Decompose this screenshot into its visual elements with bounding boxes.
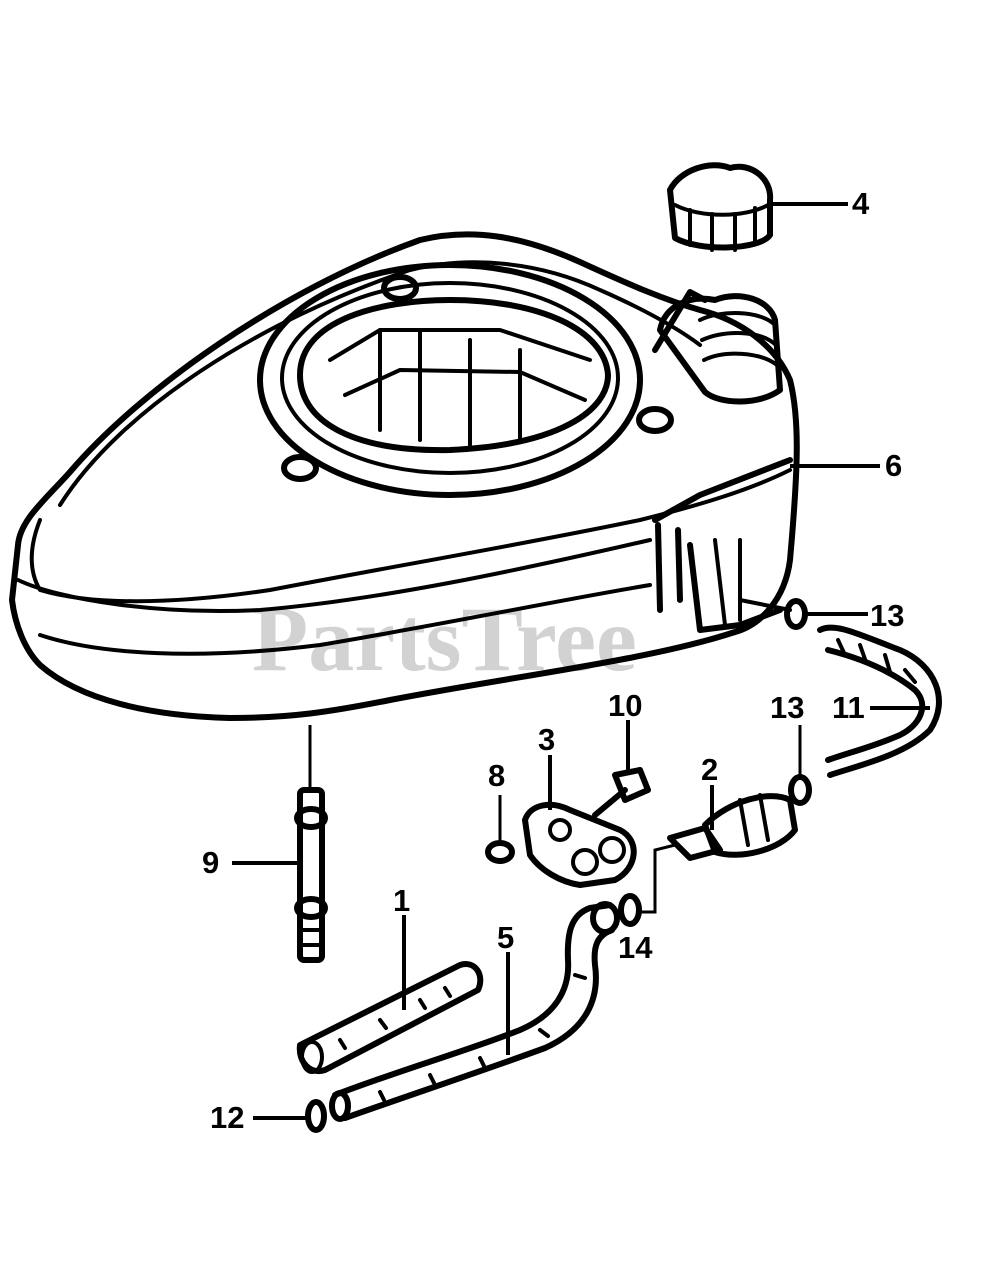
clamp-12-part (305, 1099, 327, 1133)
hose-upper-part (817, 624, 942, 778)
callout-13-upper: 13 (870, 598, 904, 633)
callout-12: 12 (210, 1100, 244, 1135)
callout-1: 1 (393, 883, 410, 918)
shutoff-valve-part (667, 793, 798, 861)
clamp-14-part (618, 843, 676, 927)
callout-13-right: 13 (770, 690, 804, 725)
hose-short-part (296, 961, 484, 1075)
callout-14: 14 (618, 930, 653, 965)
clamp-upper-part (784, 598, 808, 630)
valve-body-part (522, 801, 637, 888)
screw-part (592, 767, 651, 818)
fuel-tank-part (9, 231, 800, 721)
callout-3: 3 (538, 722, 555, 757)
leader-lines (232, 202, 930, 1120)
hose-bent-part (329, 901, 620, 1122)
nut-part (485, 795, 515, 864)
callout-5: 5 (497, 920, 514, 955)
callout-6: 6 (885, 448, 902, 483)
callout-labels: 4 6 13 11 13 10 3 8 2 9 1 5 14 12 (202, 186, 904, 1135)
fuel-cap-part (667, 162, 774, 252)
stud-part (294, 725, 328, 963)
callout-11: 11 (832, 690, 865, 725)
clamp-right-part (788, 725, 812, 806)
callout-10: 10 (608, 688, 642, 723)
callout-4: 4 (852, 186, 870, 221)
callout-2: 2 (701, 752, 718, 787)
callout-8: 8 (488, 758, 505, 793)
callout-9: 9 (202, 845, 219, 880)
